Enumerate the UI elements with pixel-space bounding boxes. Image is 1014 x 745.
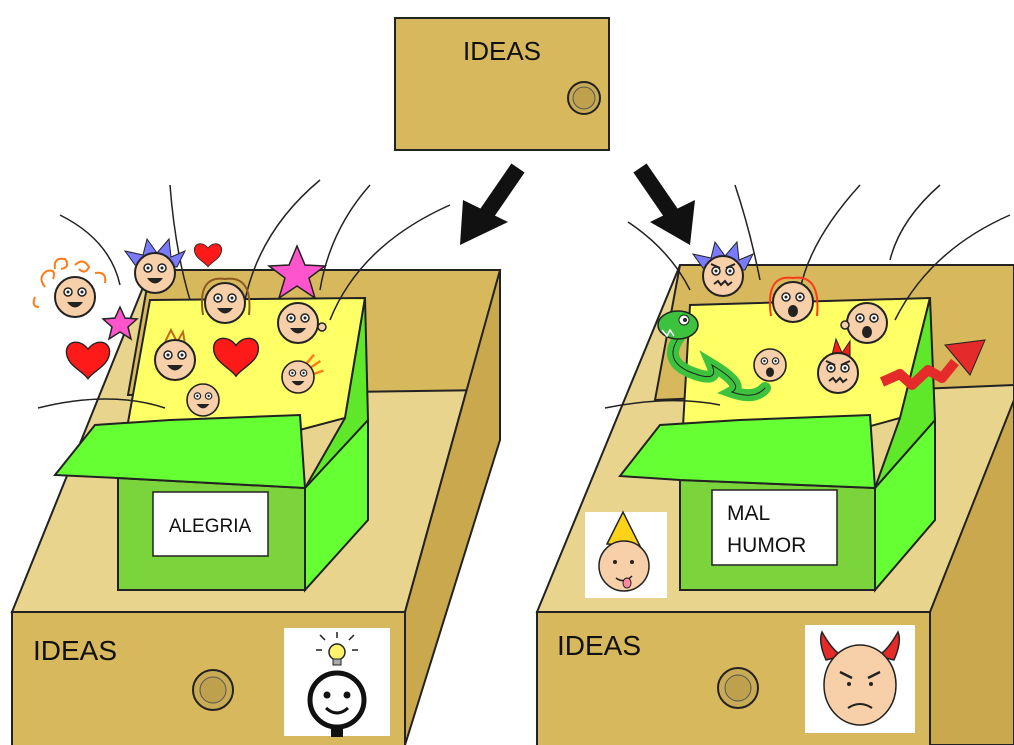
spiky-angry-face bbox=[691, 240, 755, 296]
curly-hair-face bbox=[32, 257, 107, 317]
snake-icon bbox=[657, 310, 771, 402]
top-drawer-knob bbox=[567, 81, 601, 115]
mal-humor-label-line1: MAL bbox=[727, 502, 770, 525]
right-drawer-knob bbox=[717, 667, 759, 709]
baby-face bbox=[187, 384, 219, 416]
arrow-to-right-drawer bbox=[633, 163, 695, 245]
redhead-sad-face bbox=[769, 276, 819, 322]
grumpy-face bbox=[840, 303, 887, 343]
spiky-hair-face bbox=[123, 237, 187, 293]
heart-icon bbox=[65, 341, 111, 380]
zigzag-arrow-icon bbox=[879, 339, 986, 390]
smiling-head-icon bbox=[307, 670, 367, 737]
silly-face-pictogram bbox=[585, 510, 667, 598]
bad-mood-ideas bbox=[604, 184, 1011, 409]
star-icon bbox=[266, 244, 328, 300]
left-drawer-label: IDEAS bbox=[33, 635, 117, 666]
red-spiky-angry-face bbox=[818, 337, 858, 393]
devil-face-pictogram bbox=[805, 625, 915, 733]
glasses-face bbox=[278, 303, 327, 343]
long-hair-face bbox=[201, 277, 251, 323]
top-drawer: IDEAS bbox=[394, 17, 610, 151]
alegria-box-label: ALEGRIA bbox=[169, 516, 252, 537]
right-drawer: MAL HUMOR IDEAS bbox=[535, 264, 1014, 745]
mal-humor-box: MAL HUMOR bbox=[618, 296, 937, 593]
orange-hair-face bbox=[282, 353, 324, 393]
heart-icon bbox=[193, 243, 223, 268]
mal-humor-label-line2: HUMOR bbox=[727, 534, 806, 557]
crying-face bbox=[754, 349, 786, 381]
star-icon bbox=[101, 305, 139, 341]
left-drawer-knob bbox=[192, 669, 234, 711]
right-drawer-label: IDEAS bbox=[557, 630, 641, 661]
joyful-ideas bbox=[32, 179, 451, 416]
spiky-brown-face bbox=[155, 327, 195, 380]
idea-pictogram bbox=[284, 628, 390, 737]
alegria-box: ALEGRIA bbox=[52, 296, 370, 593]
arrow-to-left-drawer bbox=[460, 163, 525, 245]
top-drawer-label: IDEAS bbox=[463, 36, 541, 66]
lightbulb-icon bbox=[316, 632, 358, 666]
